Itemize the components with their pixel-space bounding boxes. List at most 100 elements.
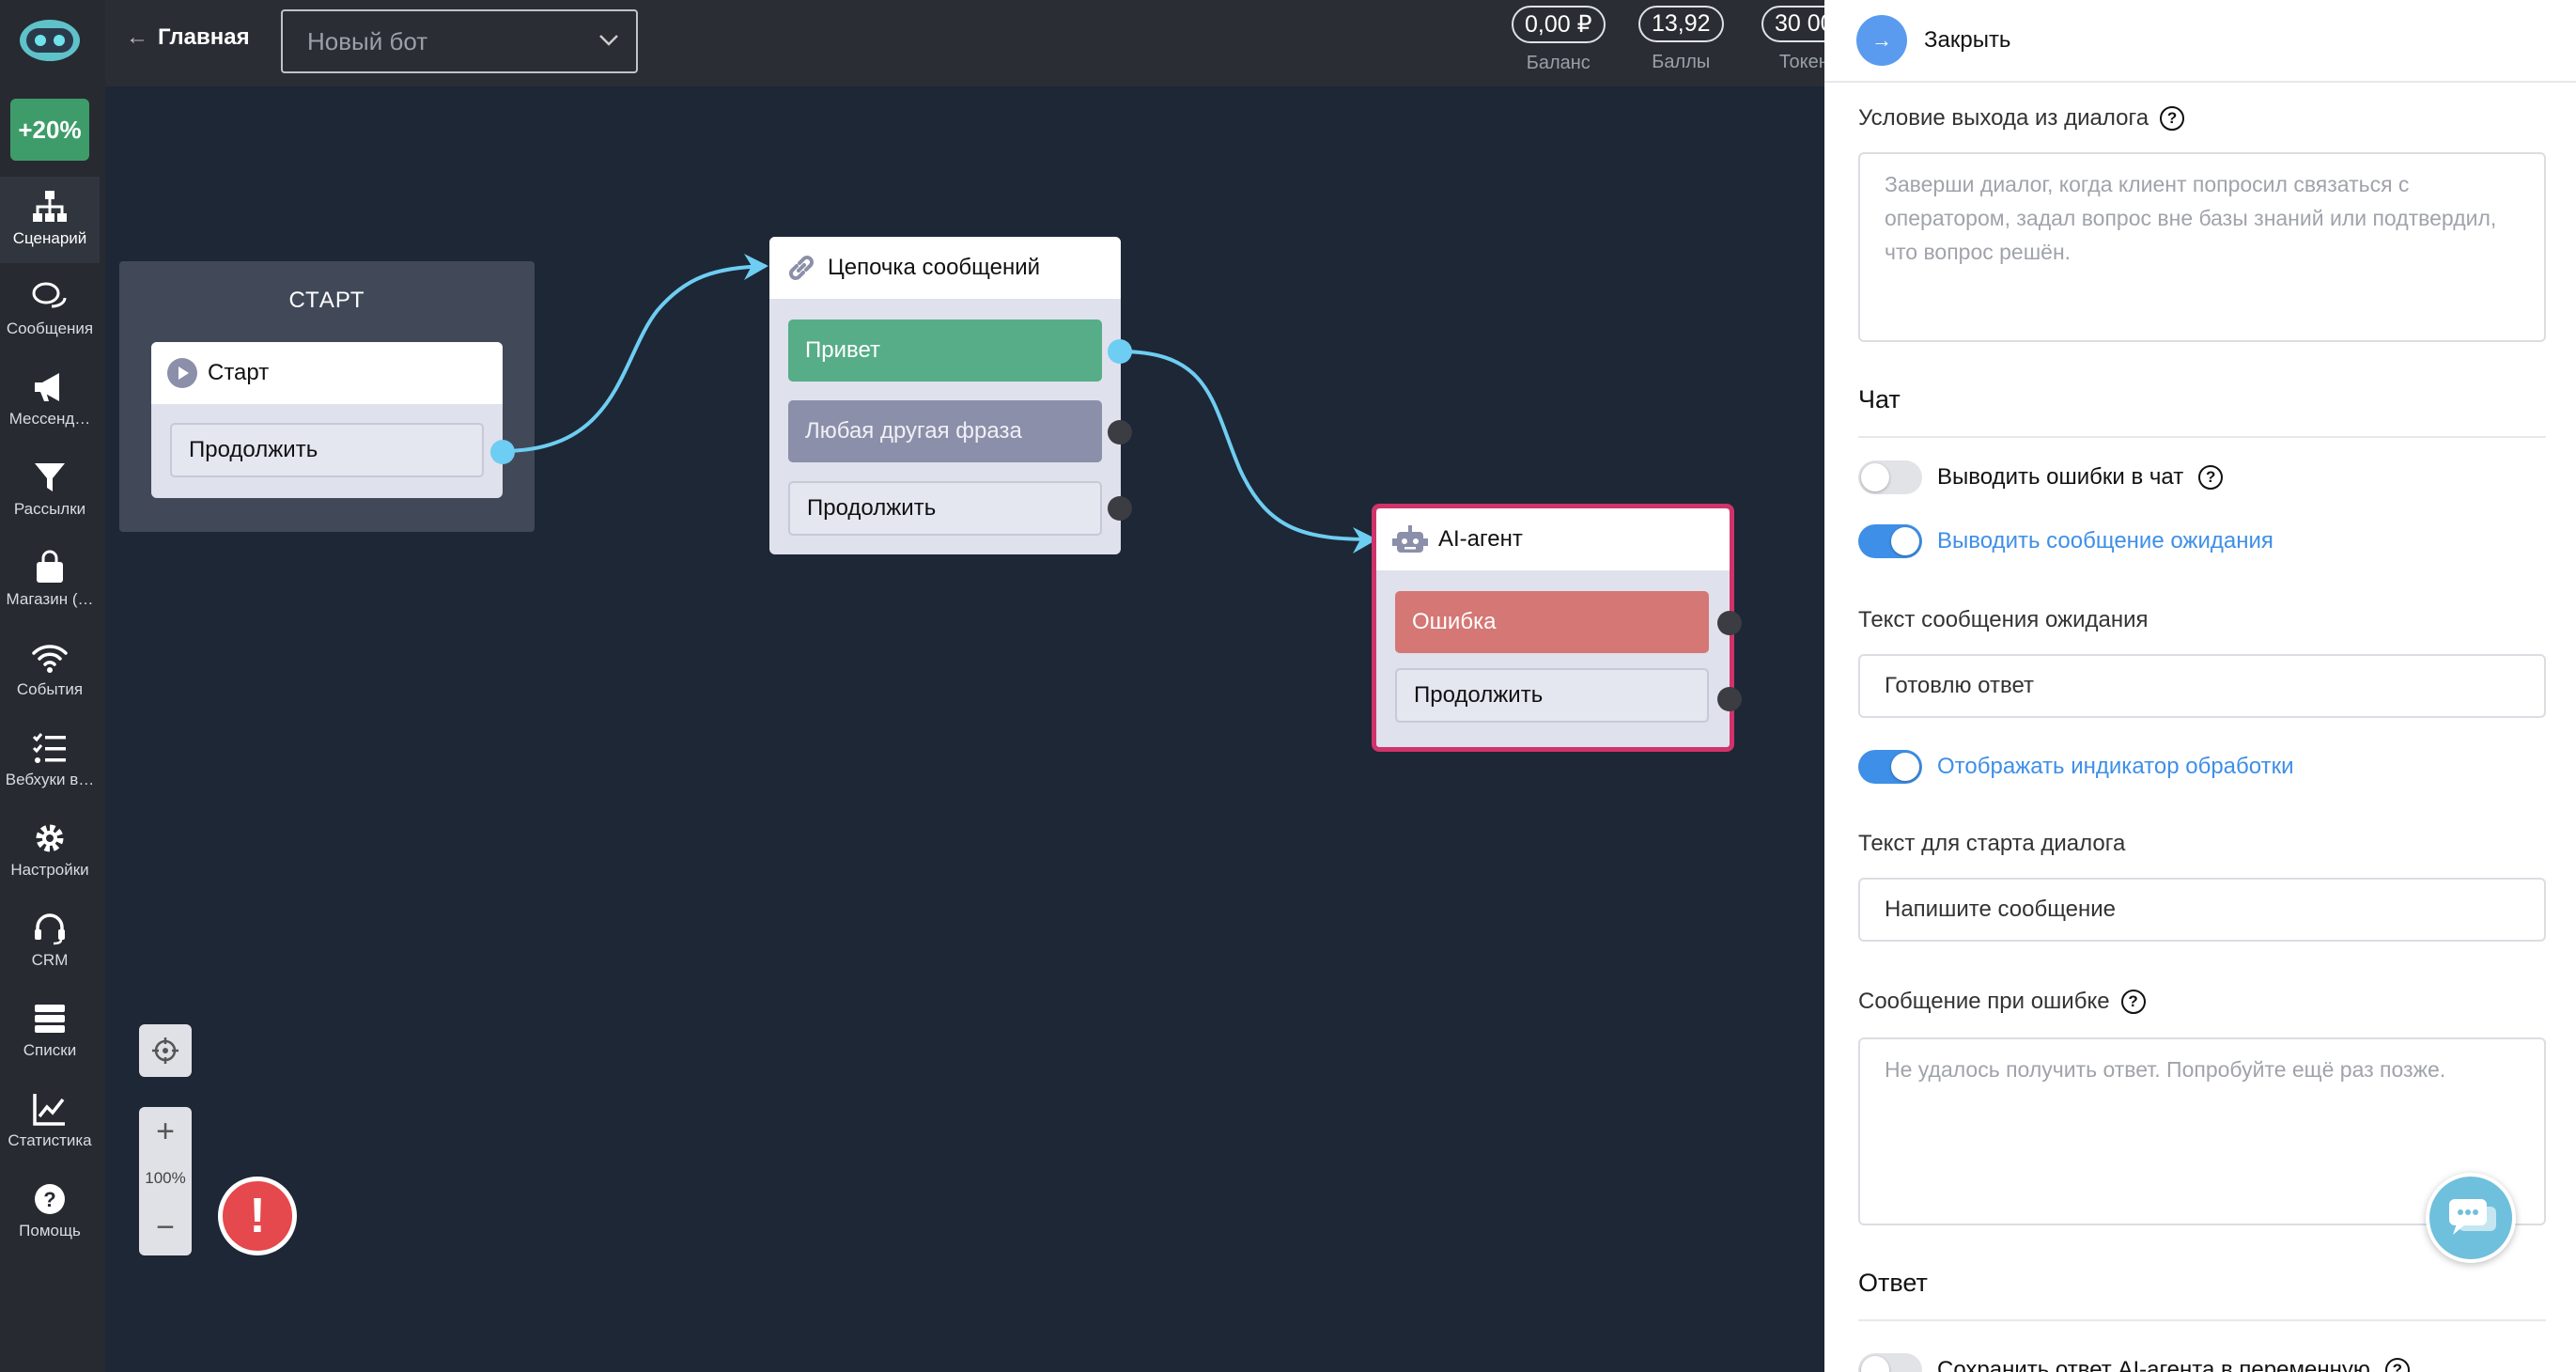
tokens-value: 30 00 [1761, 6, 1847, 42]
close-panel-button[interactable]: → [1856, 15, 1907, 66]
zoom-controls: + 100% − [139, 1107, 192, 1255]
balance-label: Баланс [1526, 53, 1591, 73]
sidebar-item-messages[interactable]: Сообщения [0, 267, 100, 353]
zoom-in-button[interactable]: + [156, 1113, 175, 1149]
toggle-label: Сохранить ответ AI-агента в переменную [1937, 1357, 2370, 1372]
sidebar-item-events[interactable]: События [0, 628, 100, 714]
sidebar-item-messengers[interactable]: Мессенд… [0, 357, 100, 444]
exit-condition-textarea[interactable]: Заверши диалог, когда клиент попросил св… [1858, 152, 2546, 342]
chat-section-title: Чат [1858, 385, 1901, 413]
exit-condition-text: Условие выхода из диалога [1858, 105, 2149, 131]
show-wait-message-toggle[interactable]: Выводить сообщение ожидания [1858, 524, 2273, 558]
show-errors-toggle[interactable]: Выводить ошибки в чат ? [1858, 460, 2224, 494]
error-message-label: Сообщение при ошибке ? [1858, 989, 2146, 1015]
error-message-textarea[interactable]: Не удалось получить ответ. Попробуйте ещ… [1858, 1037, 2546, 1225]
ai-continue-button[interactable]: Продолжить [1395, 668, 1709, 723]
toggle-label: Выводить сообщение ожидания [1937, 528, 2273, 553]
help-icon[interactable]: ? [2384, 1358, 2410, 1372]
toggle-switch[interactable] [1858, 750, 1922, 784]
start-node[interactable]: Старт Продолжить [151, 342, 515, 498]
divider [1858, 436, 2546, 438]
chain-button-label: Привет [805, 337, 881, 363]
chain-button-any-phrase[interactable]: Любая другая фраза [788, 400, 1102, 462]
message-chain-title: Цепочка сообщений [828, 255, 1041, 280]
bot-select[interactable]: Новый бот [281, 9, 638, 73]
crosshair-icon [152, 1037, 178, 1064]
chain-button-continue[interactable]: Продолжить [788, 481, 1102, 536]
promo-badge[interactable]: +20% [10, 99, 89, 161]
chain-hello-port[interactable] [1108, 339, 1132, 364]
ai-agent-node[interactable]: AI-агент Ошибка Продолжить [1372, 504, 1742, 752]
sidebar-item-mailings[interactable]: Рассылки [0, 447, 100, 534]
ai-agent-title: AI-агент [1438, 526, 1523, 552]
server-icon [35, 1005, 65, 1033]
sidebar-item-label: Сценарий [12, 229, 87, 247]
sidebar-item-label: Вебхуки в… [5, 771, 95, 788]
message-chain-header: Цепочка сообщений [769, 237, 1121, 299]
error-message-text: Сообщение при ошибке [1858, 989, 2110, 1014]
sidebar-item-webhooks[interactable]: Вебхуки в… [0, 718, 100, 804]
chevron-down-icon [599, 35, 618, 46]
sidebar-item-help[interactable]: ? Помощь [0, 1169, 100, 1255]
start-node-title: Старт [208, 360, 270, 385]
chain-any-phrase-port[interactable] [1108, 420, 1132, 444]
sidebar-item-statistics[interactable]: Статистика [0, 1079, 100, 1165]
wait-text-input[interactable]: Готовлю ответ [1858, 654, 2546, 718]
chain-button-hello[interactable]: Привет [788, 320, 1102, 382]
sidebar-item-crm[interactable]: CRM [0, 898, 100, 985]
chain-continue-port[interactable] [1108, 496, 1132, 521]
node-settings-panel: → Закрыть Условие выхода из диалога ? За… [1824, 0, 2576, 1372]
sidebar-item-label: Магазин (… [6, 590, 94, 608]
help-icon[interactable]: ? [2198, 465, 2224, 490]
panel-header: → Закрыть [1824, 0, 2576, 83]
chain-button-label: Любая другая фраза [805, 418, 1022, 444]
svg-text:?: ? [43, 1188, 55, 1211]
ai-button-label: Ошибка [1412, 609, 1497, 634]
points-label: Баллы [1652, 52, 1711, 72]
tokens-stat[interactable]: 30 00 Токен [1761, 6, 1847, 73]
help-icon[interactable]: ? [2160, 106, 2185, 131]
start-continue-port[interactable] [490, 440, 515, 464]
ai-button-label: Продолжить [1414, 682, 1544, 708]
close-label[interactable]: Закрыть [1924, 27, 2011, 53]
start-continue-button[interactable]: Продолжить [170, 423, 484, 477]
back-to-home-link[interactable]: ← Главная [126, 24, 250, 51]
wifi-icon [32, 645, 68, 673]
tokens-label: Токен [1778, 52, 1829, 72]
sidebar-item-label: События [16, 680, 84, 698]
message-chain-node[interactable]: Цепочка сообщений Привет Любая другая фр… [769, 237, 1132, 554]
ai-continue-port[interactable] [1717, 687, 1742, 711]
zoom-level: 100% [145, 1169, 186, 1187]
ai-error-button[interactable]: Ошибка [1395, 591, 1709, 653]
alert-button[interactable]: ! [218, 1177, 297, 1255]
points-value: 13,92 [1638, 6, 1724, 42]
chart-line-icon [33, 1094, 65, 1126]
ai-error-port[interactable] [1717, 611, 1742, 635]
chat-bubbles-icon [32, 282, 67, 308]
save-answer-toggle[interactable]: Сохранить ответ AI-агента в переменную ? [1858, 1353, 2410, 1372]
sidebar-item-shop[interactable]: Магазин (… [0, 538, 100, 624]
toggle-switch[interactable] [1858, 460, 1922, 494]
sidebar-item-lists[interactable]: Списки [0, 989, 100, 1075]
sidebar-item-label: Статистика [8, 1131, 92, 1149]
shopping-bag-icon [37, 550, 63, 583]
zoom-out-button[interactable]: − [156, 1208, 175, 1245]
points-stat[interactable]: 13,92 Баллы [1638, 6, 1724, 73]
start-continue-label: Продолжить [189, 437, 318, 462]
fit-view-button[interactable] [139, 1024, 192, 1077]
sidebar: +20% Сценарий Сообщения Мессенд… Рассылк… [0, 0, 105, 1372]
sidebar-item-label: Мессенд… [8, 410, 91, 428]
start-text-input[interactable]: Напишите сообщение [1858, 878, 2546, 942]
toggle-switch[interactable] [1858, 524, 1922, 558]
sidebar-item-scenario[interactable]: Сценарий [0, 177, 100, 263]
support-chat-button[interactable] [2426, 1173, 2516, 1263]
app-logo-icon[interactable] [17, 17, 83, 64]
sidebar-item-label: Настройки [10, 861, 89, 879]
headset-icon [35, 913, 65, 945]
toggle-switch[interactable] [1858, 1353, 1922, 1372]
show-indicator-toggle[interactable]: Отображать индикатор обработки [1858, 750, 2293, 784]
sidebar-item-settings[interactable]: Настройки [0, 808, 100, 895]
sidebar-item-label: CRM [31, 951, 69, 969]
balance-stat[interactable]: 0,00 ₽ Баланс [1512, 6, 1606, 74]
help-icon[interactable]: ? [2120, 990, 2146, 1014]
